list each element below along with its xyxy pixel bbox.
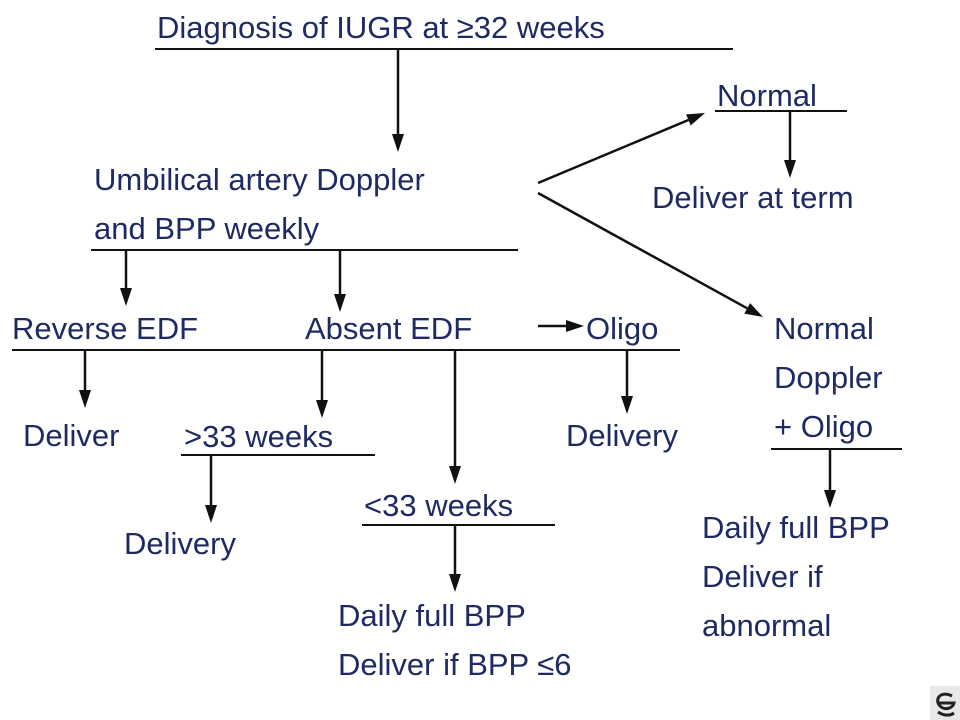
arrowhead <box>784 160 796 178</box>
normal-underline <box>715 110 847 112</box>
doppler-to-normal-arrow <box>537 118 689 185</box>
arrowhead <box>334 294 346 312</box>
daily-bpp-normal-doppler-line-2: Deliver if <box>702 559 823 594</box>
delivery-oligo-node: Delivery <box>566 418 678 453</box>
arrowhead <box>621 396 633 414</box>
daily-bpp-under-33-line-1: Daily full BPP <box>338 598 526 633</box>
arrowhead <box>449 466 461 484</box>
over-33-weeks-node: >33 weeks <box>184 419 334 454</box>
edf-underline <box>12 349 680 351</box>
normal-doppler-oligo-line-2: Doppler <box>774 360 883 395</box>
daily-bpp-normal-doppler-line-1: Daily full BPP <box>702 510 890 545</box>
over-33-underline <box>181 454 375 456</box>
normal-doppler-oligo-line-1: Normal <box>774 311 874 346</box>
daily-bpp-normal-doppler-line-3: abnormal <box>702 608 832 643</box>
under-33-underline <box>362 524 555 526</box>
arrowhead <box>824 490 836 508</box>
arrowhead <box>566 320 584 332</box>
publisher-logo-icon <box>930 686 960 720</box>
deliver-at-term-node: Deliver at term <box>652 180 854 215</box>
under-33-weeks-node: <33 weeks <box>364 488 514 523</box>
arrowhead <box>316 400 328 418</box>
arrowhead <box>449 574 461 592</box>
title-underline <box>155 48 733 50</box>
arrowhead <box>392 134 404 152</box>
normal-doppler-oligo-line-3: + Oligo <box>774 409 874 444</box>
doppler-to-normal-doppler-oligo-arrow <box>537 191 748 310</box>
arrowhead <box>205 505 217 523</box>
deliver-node: Deliver <box>23 418 120 453</box>
oligo-node: Oligo <box>586 311 659 346</box>
arrowhead <box>79 390 91 408</box>
delivery-over-33-node: Delivery <box>124 526 236 561</box>
daily-bpp-under-33-line-2: Deliver if BPP ≤6 <box>338 647 572 682</box>
doppler-underline <box>91 249 518 251</box>
umbilical-doppler-line-2: and BPP weekly <box>94 211 320 246</box>
arrowhead <box>120 288 132 306</box>
arrowhead <box>686 113 705 126</box>
normal-node: Normal <box>717 78 817 113</box>
umbilical-doppler-line-1: Umbilical artery Doppler <box>94 162 425 197</box>
arrowhead <box>744 303 763 317</box>
reverse-edf-node: Reverse EDF <box>12 311 199 346</box>
normal-doppler-oligo-underline <box>771 448 902 450</box>
absent-edf-node: Absent EDF <box>305 311 473 346</box>
diagram-title: Diagnosis of IUGR at ≥32 weeks <box>157 10 605 45</box>
